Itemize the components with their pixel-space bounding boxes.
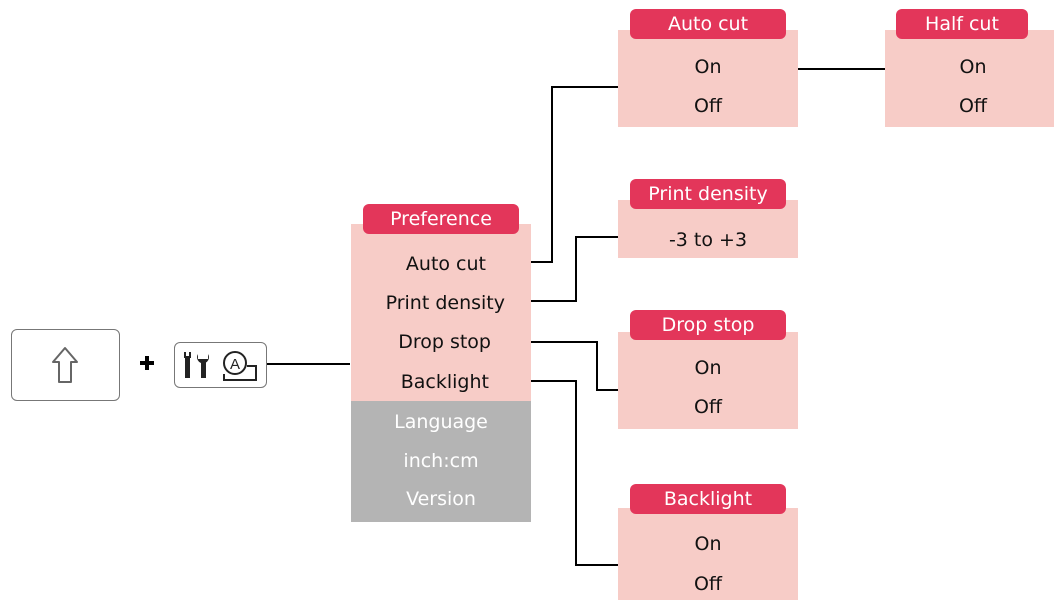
- backlight-option-on[interactable]: On: [694, 533, 722, 555]
- svg-text:A: A: [230, 356, 240, 373]
- auto-cut-menu: [618, 30, 798, 127]
- preference-menu-disabled-section: [351, 401, 531, 522]
- preference-menu: [351, 224, 531, 401]
- half-cut-menu: [885, 30, 1054, 127]
- half-cut-option-off[interactable]: Off: [958, 95, 988, 117]
- preference-item-version: Version: [406, 488, 476, 510]
- half-cut-menu-title: Half cut: [896, 9, 1028, 39]
- backlight-menu: [618, 508, 798, 600]
- preference-item-auto-cut[interactable]: Auto cut: [405, 253, 486, 275]
- preference-item-language: Language: [394, 411, 488, 433]
- print-density-range[interactable]: -3 to +3: [668, 229, 748, 251]
- preference-item-drop-stop[interactable]: Drop stop: [398, 331, 491, 353]
- auto-cut-menu-title: Auto cut: [630, 9, 786, 39]
- preference-item-inch-cm: inch:cm: [403, 450, 479, 472]
- backlight-connector: [519, 380, 618, 566]
- auto-cut-option-off[interactable]: Off: [693, 95, 723, 117]
- print-density-menu-title: Print density: [630, 179, 786, 209]
- up-arrow-icon: [52, 347, 78, 383]
- preference-menu-title: Preference: [363, 204, 519, 234]
- backlight-menu-title: Backlight: [630, 484, 786, 514]
- half-cut-option-on[interactable]: On: [959, 56, 987, 78]
- drop-stop-menu-title: Drop stop: [630, 310, 786, 340]
- drop-stop-option-off[interactable]: Off: [693, 396, 723, 418]
- printdensity-connector: [519, 236, 618, 302]
- tools-icon: [184, 352, 209, 378]
- print-density-menu: [618, 200, 798, 258]
- settings-key[interactable]: A: [174, 342, 267, 388]
- magnify-a-icon: A: [223, 351, 257, 381]
- drop-stop-menu: [618, 332, 798, 429]
- autocut-connector: [519, 86, 618, 263]
- plus-icon: [140, 356, 154, 370]
- backlight-option-off[interactable]: Off: [693, 573, 723, 595]
- preference-item-print-density[interactable]: Print density: [385, 292, 505, 314]
- auto-cut-option-on[interactable]: On: [694, 56, 722, 78]
- shift-key[interactable]: [11, 329, 120, 401]
- preference-item-backlight[interactable]: Backlight: [400, 371, 489, 393]
- drop-stop-option-on[interactable]: On: [694, 357, 722, 379]
- dropstop-connector: [519, 341, 618, 391]
